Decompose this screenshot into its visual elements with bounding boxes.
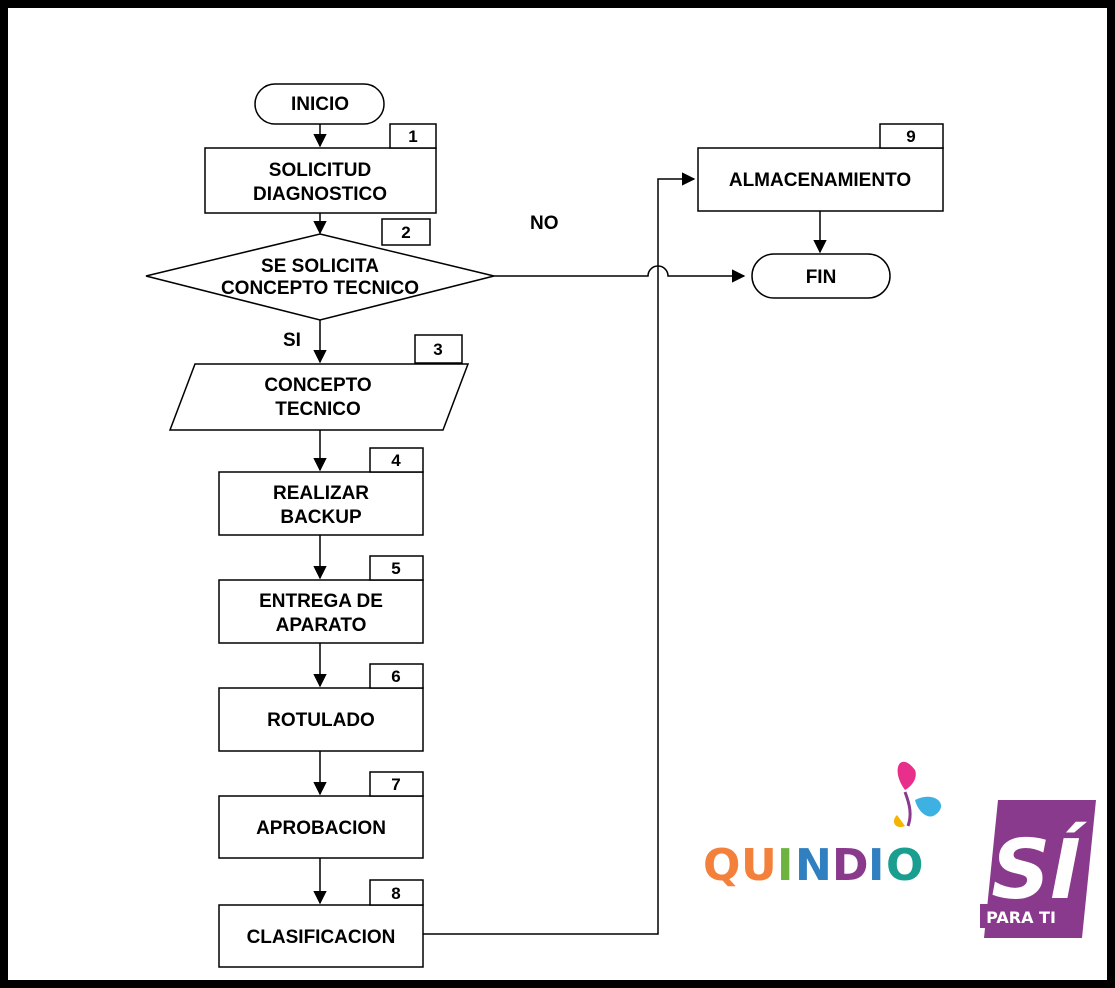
logo-si-text: SÍ [991, 822, 1087, 918]
step-8-label: CLASIFICACION [247, 927, 396, 948]
step-1-number: 1 [408, 127, 417, 146]
logo-letter-d: D [832, 840, 869, 891]
end-label: FIN [806, 267, 837, 288]
quindio-si-logo: SÍ PARA TI Q U I N D I O [703, 761, 1096, 938]
step-5-label-line2: APARATO [276, 615, 367, 636]
step-5-number: 5 [391, 559, 400, 578]
step-6-process: 6 ROTULADO [218, 663, 424, 752]
step-3-label-line1: CONCEPTO [264, 375, 371, 396]
step-8-process: 8 CLASIFICACION [218, 879, 424, 968]
step-5-label-line1: ENTREGA DE [259, 591, 383, 612]
step-1-label-line2: DIAGNOSTICO [253, 184, 387, 205]
logo-letter-i: I [777, 840, 793, 891]
step-1-label-line1: SOLICITUD [269, 160, 371, 181]
step-7-number: 7 [391, 775, 400, 794]
step-3-label-line2: TECNICO [275, 399, 361, 420]
step-4-label-line1: REALIZAR [273, 483, 369, 504]
step-8-number: 8 [391, 884, 400, 903]
step-2-number: 2 [401, 223, 410, 242]
step-2-label-line1: SE SOLICITA [261, 256, 379, 277]
logo-letter-i2: I [868, 840, 884, 891]
logo-letter-q: Q [703, 840, 740, 891]
logo-letter-n: N [795, 840, 832, 891]
step-6-number: 6 [391, 667, 400, 686]
start-terminal: INICIO [254, 83, 385, 125]
yes-branch-label: SI [283, 330, 301, 351]
logo-tagline: PARA TI [986, 908, 1056, 927]
start-label: INICIO [291, 94, 349, 115]
step-2-label-line2: CONCEPTO TECNICO [221, 278, 419, 299]
logo-letter-u: U [741, 840, 777, 891]
logo-wordmark: Q U I N D I O [703, 840, 923, 891]
step-6-label: ROTULADO [267, 710, 375, 731]
connectors [313, 123, 827, 935]
step-3-data: 3 CONCEPTO TECNICO [168, 334, 470, 431]
step-4-process: 4 REALIZAR BACKUP [218, 447, 424, 536]
step-4-label-line2: BACKUP [280, 507, 362, 528]
step-2-decision: 2 SE SOLICITA CONCEPTO TECNICO [145, 218, 495, 321]
step-3-number: 3 [433, 340, 442, 359]
step-9-process: 9 ALMACENAMIENTO [697, 123, 944, 212]
step-4-number: 4 [391, 451, 401, 470]
step-5-process: 5 ENTREGA DE APARATO [218, 555, 424, 644]
logo-letter-o: O [886, 840, 923, 891]
step-7-label: APROBACION [256, 818, 386, 839]
end-terminal: FIN [751, 253, 891, 299]
no-branch-label: NO [530, 213, 559, 234]
butterfly-icon [893, 761, 942, 828]
step-9-number: 9 [906, 127, 915, 146]
step-7-process: 7 APROBACION [218, 771, 424, 859]
step-1-process: 1 SOLICITUD DIAGNOSTICO [204, 123, 437, 214]
step-9-label: ALMACENAMIENTO [729, 170, 911, 191]
